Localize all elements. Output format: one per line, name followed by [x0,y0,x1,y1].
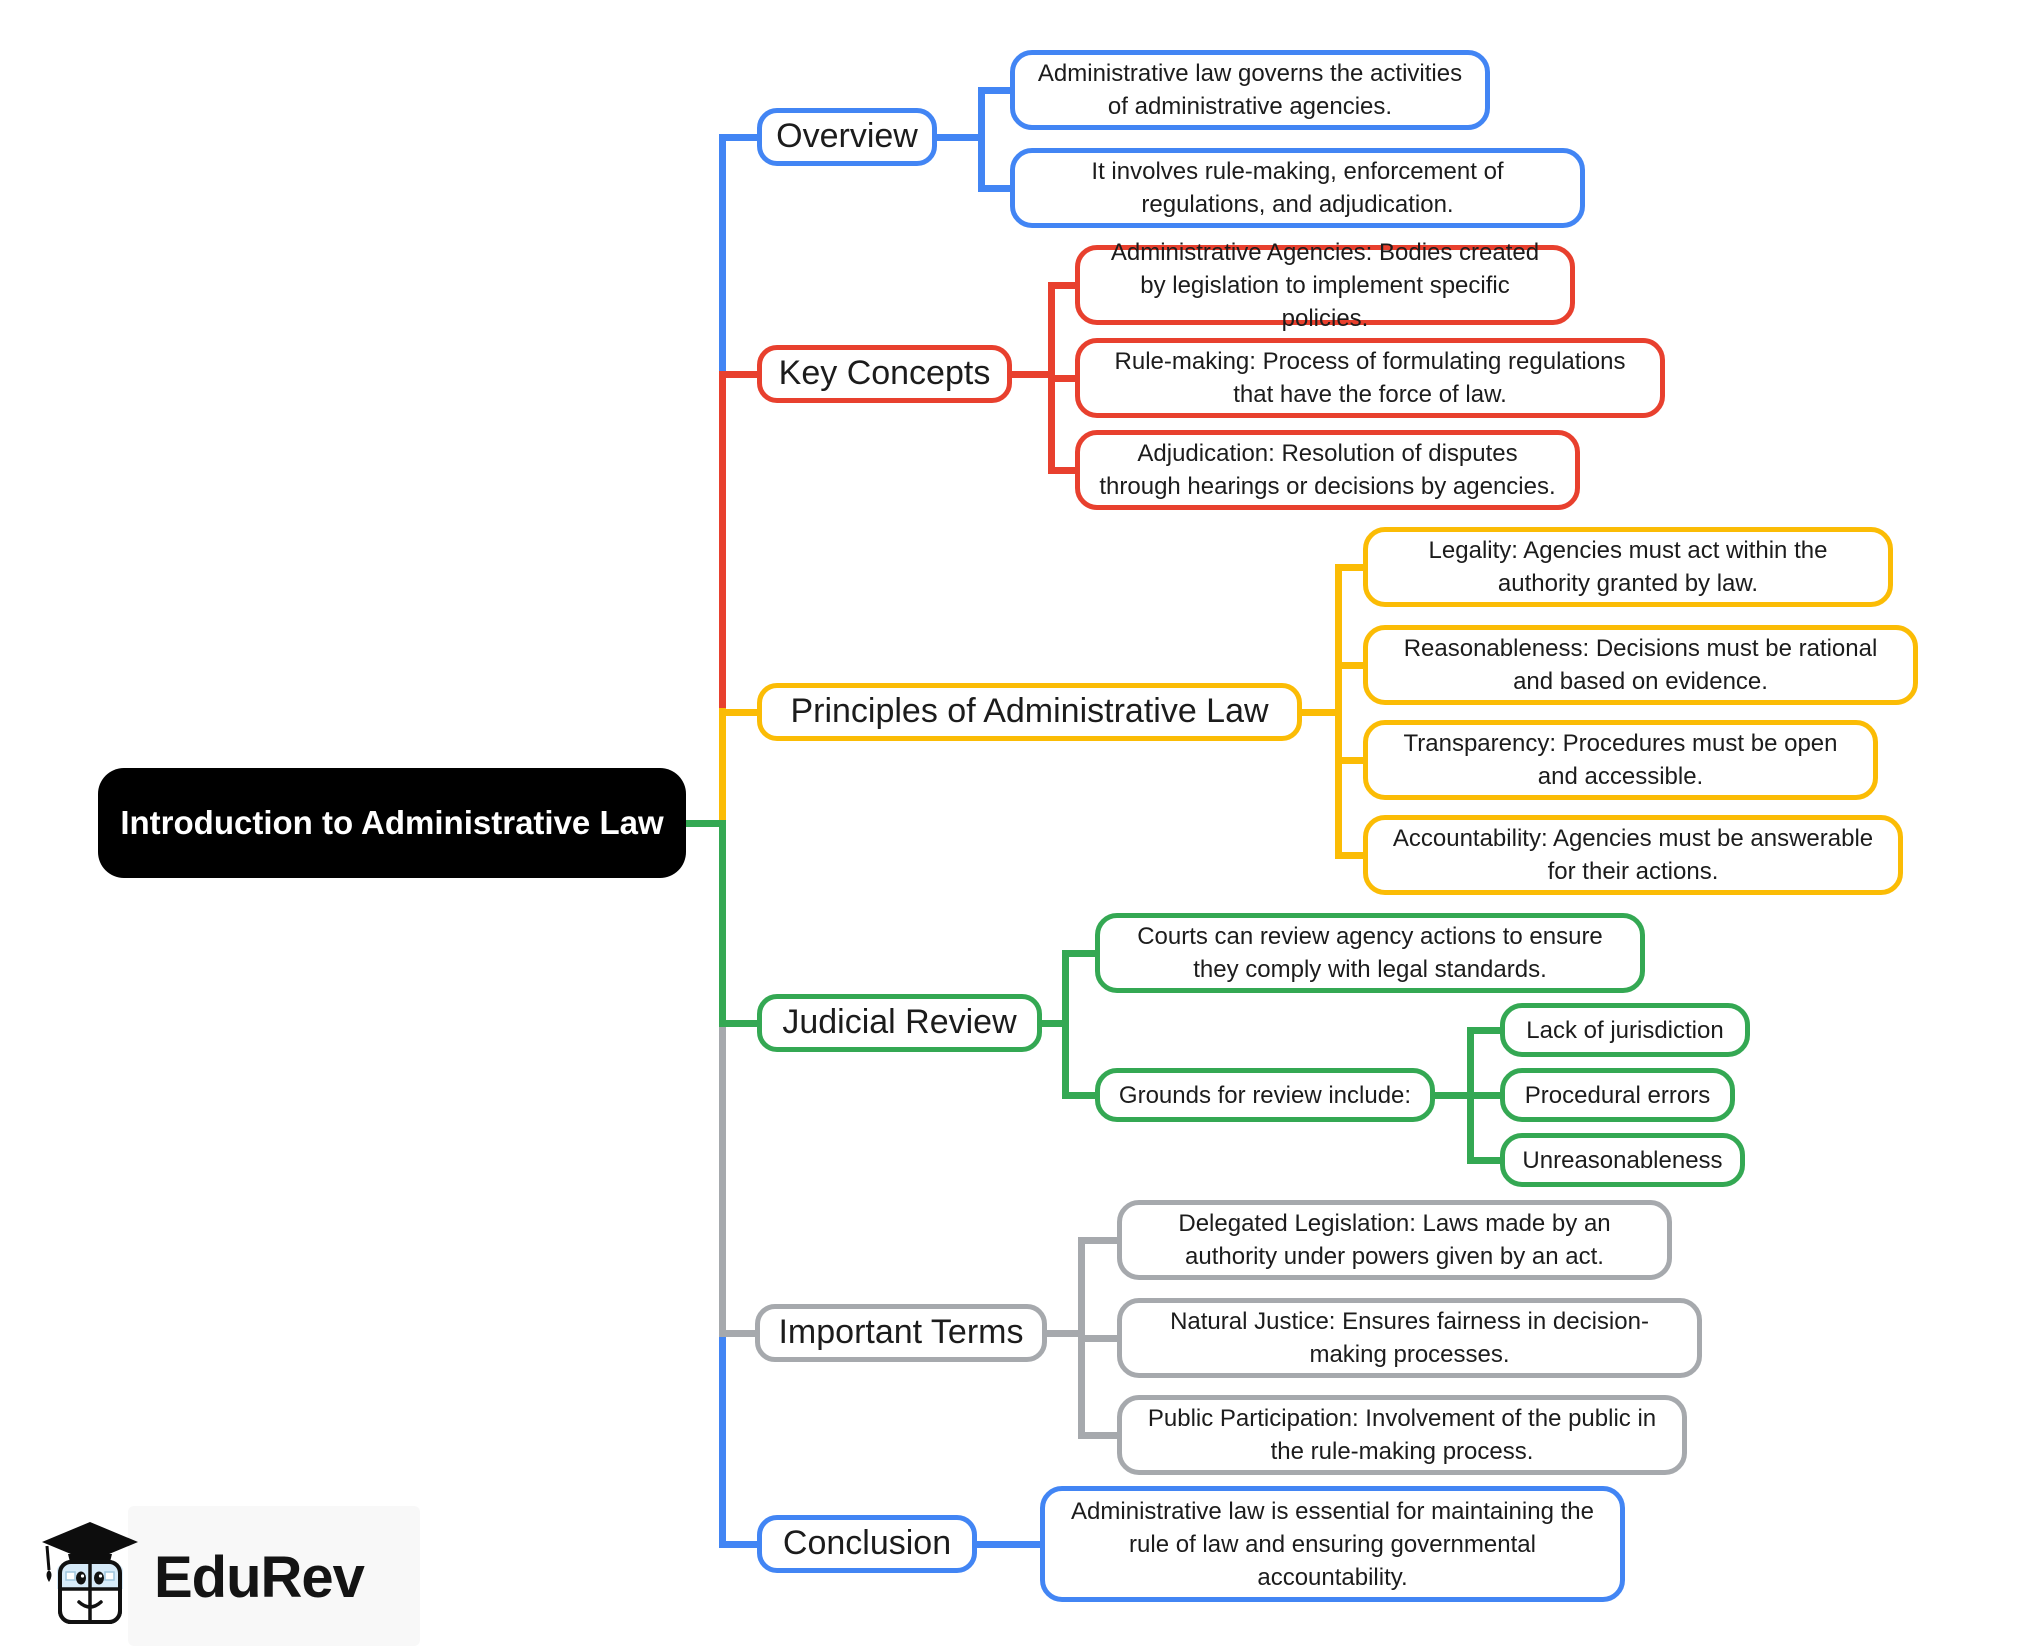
stub [1048,375,1100,382]
branch-label-key-concepts[interactable]: Key Concepts [757,345,1012,403]
node-overview-2[interactable]: It involves rule-making, enforcement of … [1010,148,1585,228]
node-judicial-review-2[interactable]: Grounds for review include: [1095,1068,1435,1122]
branch-label-principles[interactable]: Principles of Administrative Law [757,683,1302,741]
node-grounds-1[interactable]: Lack of jurisdiction [1500,1003,1750,1057]
subtrunk-overview [978,87,985,192]
trunk-segment-red [719,371,726,712]
trunk-segment-blue-top [719,134,726,378]
trunk-segment-blue-bottom [719,1332,726,1547]
subtrunk-principles [1335,564,1342,859]
stub [1062,1092,1120,1099]
edurev-mascot-icon [42,1522,138,1624]
stub [1430,1092,1525,1099]
trunk-segment-gray [719,1020,726,1335]
node-principles-4[interactable]: Accountability: Agencies must be answera… [1363,815,1903,895]
node-judicial-review-1[interactable]: Courts can review agency actions to ensu… [1095,913,1645,993]
stub [1048,467,1100,474]
branch-label-overview[interactable]: Overview [757,108,937,166]
stub [1062,950,1120,957]
stub [1078,1237,1142,1244]
node-key-concepts-1[interactable]: Administrative Agencies: Bodies created … [1075,239,1575,332]
edurev-logo-text: EduRev [154,1545,365,1610]
mindmap-root-node[interactable]: Introduction to Administrative Law [98,768,686,878]
node-grounds-3[interactable]: Unreasonableness [1500,1133,1745,1187]
node-key-concepts-2[interactable]: Rule-making: Process of formulating regu… [1075,338,1665,418]
stub [1048,282,1100,289]
branch-label-judicial-review[interactable]: Judicial Review [757,994,1042,1052]
node-overview-1[interactable]: Administrative law governs the activitie… [1010,50,1490,130]
node-important-terms-3[interactable]: Public Participation: Involvement of the… [1117,1395,1687,1475]
node-important-terms-2[interactable]: Natural Justice: Ensures fairness in dec… [1117,1298,1702,1378]
stub [978,185,1035,192]
node-principles-1[interactable]: Legality: Agencies must act within the a… [1363,527,1893,607]
stub [1335,662,1390,669]
stub [1467,1027,1525,1034]
node-important-terms-1[interactable]: Delegated Legislation: Laws made by an a… [1117,1200,1672,1280]
branch-label-conclusion[interactable]: Conclusion [757,1515,977,1573]
stub [1335,564,1390,571]
branch-label-important-terms[interactable]: Important Terms [755,1304,1047,1362]
logo-background [128,1506,420,1646]
subtrunk-judicial-review [1062,950,1069,1099]
node-principles-3[interactable]: Transparency: Procedures must be open an… [1363,720,1878,800]
node-conclusion-1[interactable]: Administrative law is essential for main… [1040,1486,1625,1602]
stub [1078,1432,1142,1439]
stub [1078,1335,1142,1342]
node-key-concepts-3[interactable]: Adjudication: Resolution of disputes thr… [1075,430,1580,510]
stub [1467,1157,1525,1164]
node-principles-2[interactable]: Reasonableness: Decisions must be ration… [1363,625,1918,705]
stub [978,87,1035,94]
trunk-segment-green [719,820,726,1023]
node-grounds-2[interactable]: Procedural errors [1500,1068,1735,1122]
stub [1335,757,1390,764]
trunk-segment-yellow [719,708,726,823]
stub [1335,852,1390,859]
